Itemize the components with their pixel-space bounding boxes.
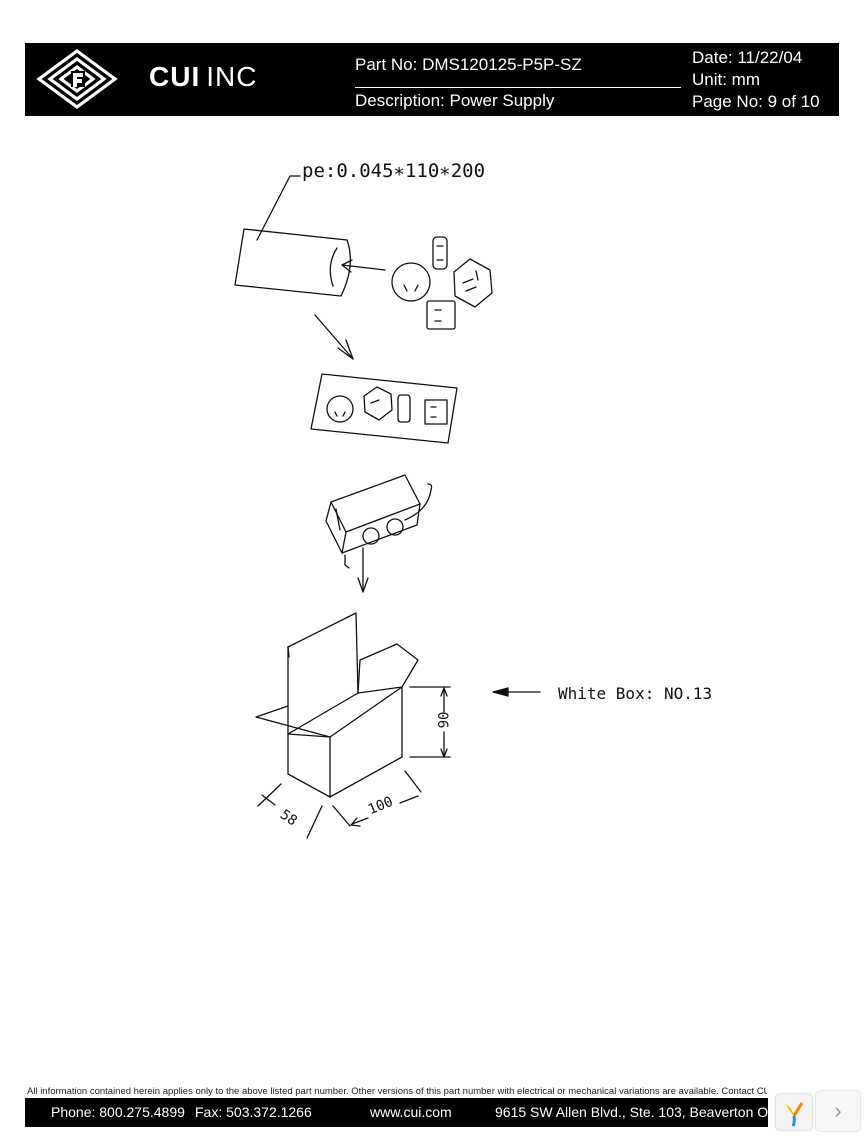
header-divider <box>355 87 681 88</box>
brand-light: INC <box>206 61 258 92</box>
part-info: Part No: DMS120125-P5P-SZ Description: P… <box>355 51 681 111</box>
plug-round <box>391 262 431 302</box>
power-adapter <box>330 474 421 533</box>
bag-leader-line <box>256 175 301 241</box>
box-type-label: White Box: NO.13 <box>558 684 713 703</box>
brand-bold: CUI <box>149 61 201 92</box>
footer-phone: Phone: 800.275.4899 <box>51 1104 185 1120</box>
plug-card <box>310 373 458 444</box>
doc-meta: Date: 11/22/04 Unit: mm Page No: 9 of 10 <box>692 47 837 113</box>
viewer-leaf-icon <box>786 1102 804 1127</box>
bag-to-card-arrow <box>314 314 354 360</box>
footer-web-link[interactable]: www.cui.com <box>370 1104 452 1120</box>
dim-height: 90 <box>436 711 453 729</box>
part-number: Part No: DMS120125-P5P-SZ <box>355 55 582 74</box>
next-page-button[interactable]: › <box>816 1091 860 1131</box>
footer-fax: Fax: 503.372.1266 <box>195 1104 312 1120</box>
plugs-to-bag-arrow <box>341 264 386 271</box>
footer-address: 9615 SW Allen Blvd., Ste. 103, Beaverton… <box>495 1104 779 1120</box>
doc-date: Date: 11/22/04 <box>692 48 803 67</box>
doc-unit: Unit: mm <box>692 70 760 89</box>
cui-logo-icon <box>36 49 118 109</box>
viewer-logo <box>776 1094 812 1130</box>
bag-spec-label: pe:0.045∗110∗200 <box>302 160 486 182</box>
footer-disclaimer: All information contained herein applies… <box>27 1086 767 1097</box>
plug-eu <box>432 236 448 270</box>
plug-us <box>426 300 456 330</box>
footer-bar: Phone: 800.275.4899 Fax: 503.372.1266 ww… <box>25 1098 839 1127</box>
plug-uk <box>453 258 493 308</box>
doc-page: Page No: 9 of 10 <box>692 92 820 111</box>
description: Description: Power Supply <box>355 91 555 110</box>
white-box <box>287 686 403 798</box>
